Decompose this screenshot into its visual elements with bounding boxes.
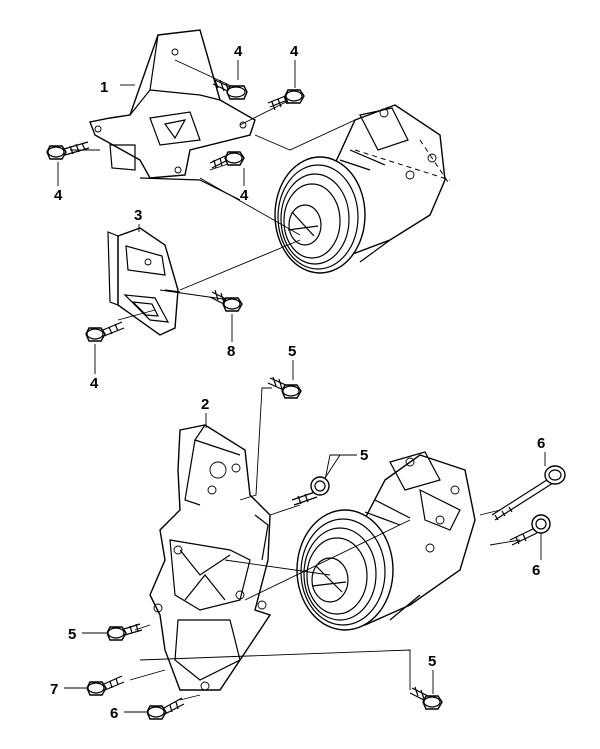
bolt-6-long	[491, 465, 566, 521]
bolt-4-top-center	[212, 77, 248, 100]
callout-2-label: 2	[201, 396, 209, 413]
bolt-6-bottom	[146, 697, 185, 720]
bolt-7	[86, 675, 125, 696]
lower-mounting-bracket-part-2	[149, 424, 272, 691]
callout-5-left-label: 5	[68, 626, 76, 643]
callout-4-top-right-label: 4	[290, 43, 299, 60]
callout-1: 1	[100, 79, 108, 96]
callout-1-label: 1	[100, 79, 108, 96]
upper-mounting-bracket-part-1	[89, 29, 256, 201]
callout-6-right-label: 6	[532, 562, 540, 579]
callout-6-long-label: 6	[537, 435, 545, 452]
callout-6-bottom-label: 6	[110, 705, 118, 722]
callout-4-lower-left-label: 4	[90, 375, 99, 392]
bolt-5-middle	[291, 476, 330, 506]
callout-5-bottom-right-label: 5	[428, 653, 436, 670]
bolt-5-top	[267, 376, 302, 399]
callout-4-center-label: 4	[240, 187, 249, 204]
bolt-4-top-right	[267, 89, 305, 111]
bolt-4-lower-left	[85, 321, 125, 342]
bolt-8	[209, 289, 243, 312]
lower-leader-lines	[129, 387, 521, 701]
callout-5-top-label: 5	[288, 343, 296, 360]
bolt-5-bottom-right	[409, 686, 443, 710]
bolt-4-left	[46, 141, 90, 160]
callout-8-label: 8	[227, 343, 235, 360]
callout-4-left-label: 4	[54, 187, 63, 204]
bolt-4-center	[209, 151, 245, 169]
small-bracket-part-3	[107, 227, 181, 336]
callout-3-label: 3	[134, 207, 142, 224]
callout-7-label: 7	[50, 681, 58, 698]
callout-5-middle-label: 5	[360, 447, 368, 464]
upper-ac-compressor	[274, 104, 451, 274]
callout-4-top-center-label: 4	[234, 43, 243, 60]
bolt-5-left	[106, 623, 143, 641]
